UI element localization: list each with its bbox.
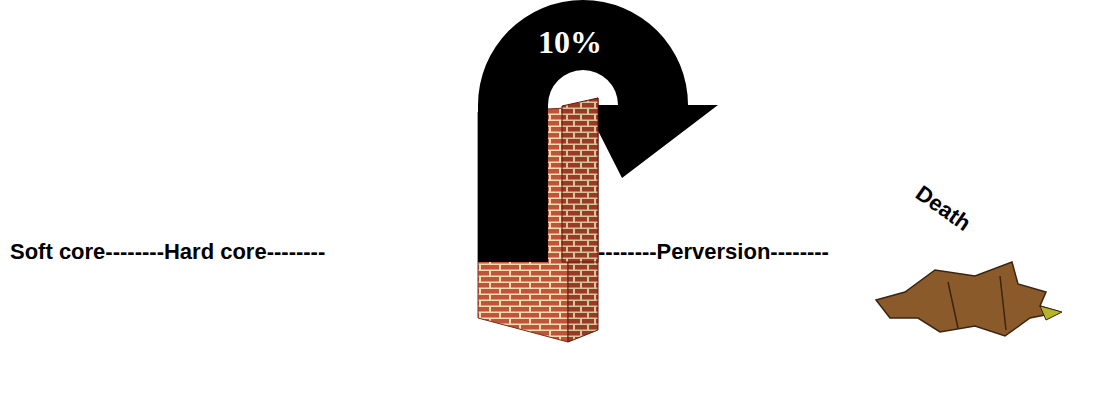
path-label: --------Perversion--------	[598, 241, 829, 263]
pit-crack	[948, 276, 1006, 330]
brick-wall-top	[562, 98, 598, 262]
u-turn-arrow	[478, 0, 718, 262]
percent-label: 10%	[538, 26, 602, 58]
pit-tip	[1040, 306, 1062, 320]
path-label: Soft core--------Hard core--------	[10, 241, 325, 263]
pit-hole	[876, 262, 1060, 336]
end-label: Death	[912, 182, 975, 235]
